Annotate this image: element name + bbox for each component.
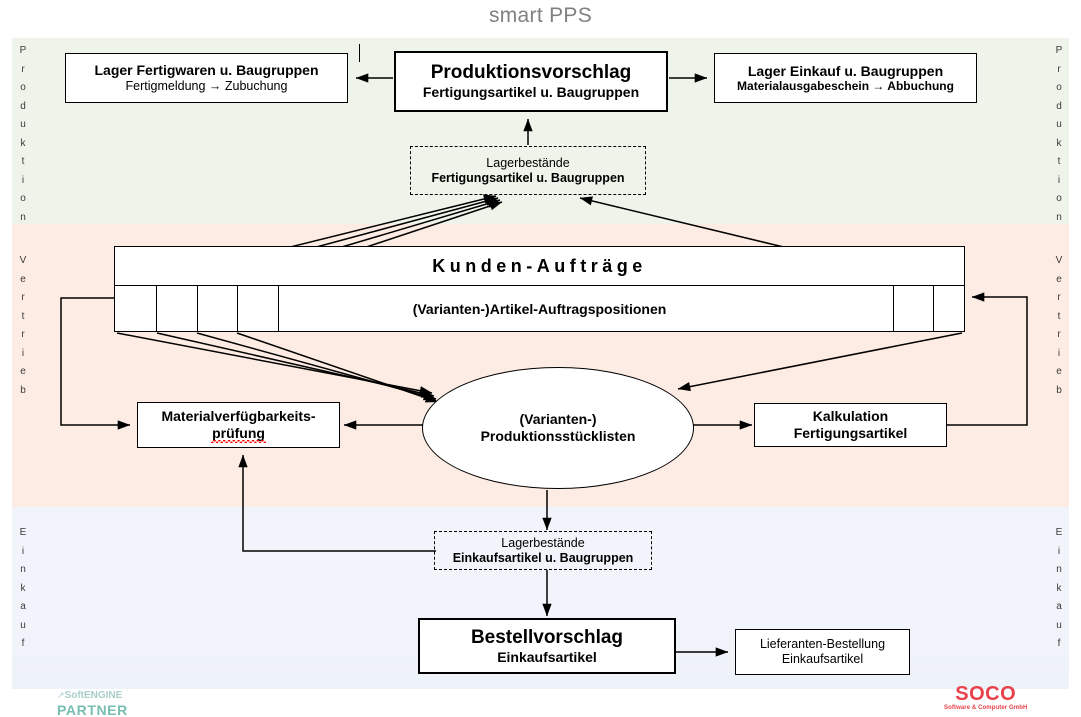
- node-bestellvorschlag[interactable]: Bestellvorschlag Einkaufsartikel: [418, 618, 676, 674]
- soco-logo-bottom: Software & Computer GmbH: [944, 705, 1028, 711]
- node-lagerbestaende-einkauf[interactable]: Lagerbestände Einkaufsartikel u. Baugrup…: [434, 531, 652, 570]
- node-materialverfuegbarkeit-line1: Materialverfügbarkeits-: [161, 408, 316, 425]
- node-produktionsvorschlag[interactable]: Produktionsvorschlag Fertigungsartikel u…: [394, 51, 668, 112]
- kunden-cell-divider: [237, 286, 238, 331]
- node-bestellvorschlag-line2: Einkaufsartikel: [497, 648, 597, 665]
- node-produktionsvorschlag-line2: Fertigungsartikel u. Baugruppen: [422, 84, 640, 101]
- node-produktionsvorschlag-line1: Produktionsvorschlag: [430, 62, 632, 84]
- node-lagerbestaende-einkauf-line1: Lagerbestände: [501, 535, 585, 550]
- softengine-logo-bottom: PARTNER: [57, 702, 128, 717]
- softengine-partner-logo: ↗SoftENGINE PARTNER: [57, 686, 128, 717]
- node-lager-fertigwaren-line2: Fertigmeldung → Zubuchung: [125, 78, 288, 93]
- node-materialverfuegbarkeit-line2: prüfung: [211, 425, 266, 443]
- node-kalkulation-line2: Fertigungsartikel: [793, 425, 908, 441]
- node-produktionsstuecklisten[interactable]: (Varianten-) Produktionsstücklisten: [422, 367, 694, 489]
- node-kalkulation-line1: Kalkulation: [812, 408, 889, 425]
- node-kunden-auftraege[interactable]: Kunden-Aufträge (Varianten-)Artikel-Auft…: [114, 246, 965, 332]
- node-lieferanten-bestellung[interactable]: Lieferanten-Bestellung Einkaufsartikel: [735, 629, 910, 675]
- kunden-cell-divider: [893, 286, 894, 331]
- soco-logo-top: SOCO: [955, 683, 1017, 705]
- node-lagerbestaende-fertigung-line2: Fertigungsartikel u. Baugruppen: [431, 170, 625, 185]
- kunden-cell-divider: [278, 286, 279, 331]
- page-title: smart PPS: [488, 4, 593, 27]
- node-lager-einkauf-line1: Lager Einkauf u. Baugruppen: [747, 62, 944, 79]
- soco-logo: SOCO Software & Computer GmbH: [944, 684, 1027, 711]
- node-produktionsstuecklisten-line1: (Varianten-): [519, 410, 597, 427]
- node-lager-einkauf[interactable]: Lager Einkauf u. Baugruppen Materialausg…: [714, 53, 977, 103]
- node-lieferanten-bestellung-line2: Einkaufsartikel: [781, 652, 864, 666]
- node-bestellvorschlag-line1: Bestellvorschlag: [470, 626, 624, 648]
- node-produktionsstuecklisten-line2: Produktionsstücklisten: [480, 428, 636, 444]
- arrow-up-right-icon: ↗: [57, 690, 65, 700]
- kunden-cell-divider: [197, 286, 198, 331]
- node-lagerbestaende-fertigung-line1: Lagerbestände: [486, 155, 570, 170]
- node-lager-fertigwaren[interactable]: Lager Fertigwaren u. Baugruppen Fertigme…: [65, 53, 348, 103]
- kunden-auftraege-body: (Varianten-)Artikel-Auftragspositionen: [412, 300, 667, 317]
- node-lager-einkauf-line2: Materialausgabeschein → Abbuchung: [737, 79, 954, 94]
- node-materialverfuegbarkeitspruefung[interactable]: Materialverfügbarkeits- prüfung: [137, 402, 340, 448]
- kunden-auftraege-header: Kunden-Aufträge: [115, 247, 964, 286]
- stray-tick-mark: [359, 44, 360, 62]
- kunden-cell-divider: [156, 286, 157, 331]
- node-lager-fertigwaren-line1: Lager Fertigwaren u. Baugruppen: [94, 62, 319, 79]
- kunden-cell-divider: [933, 286, 934, 331]
- node-kalkulation[interactable]: Kalkulation Fertigungsartikel: [754, 403, 947, 447]
- node-lagerbestaende-fertigung[interactable]: Lagerbestände Fertigungsartikel u. Baugr…: [410, 146, 646, 195]
- node-lagerbestaende-einkauf-line2: Einkaufsartikel u. Baugruppen: [452, 550, 634, 565]
- softengine-logo-top: SoftENGINE: [64, 690, 123, 701]
- node-lieferanten-bestellung-line1: Lieferanten-Bestellung: [759, 637, 886, 652]
